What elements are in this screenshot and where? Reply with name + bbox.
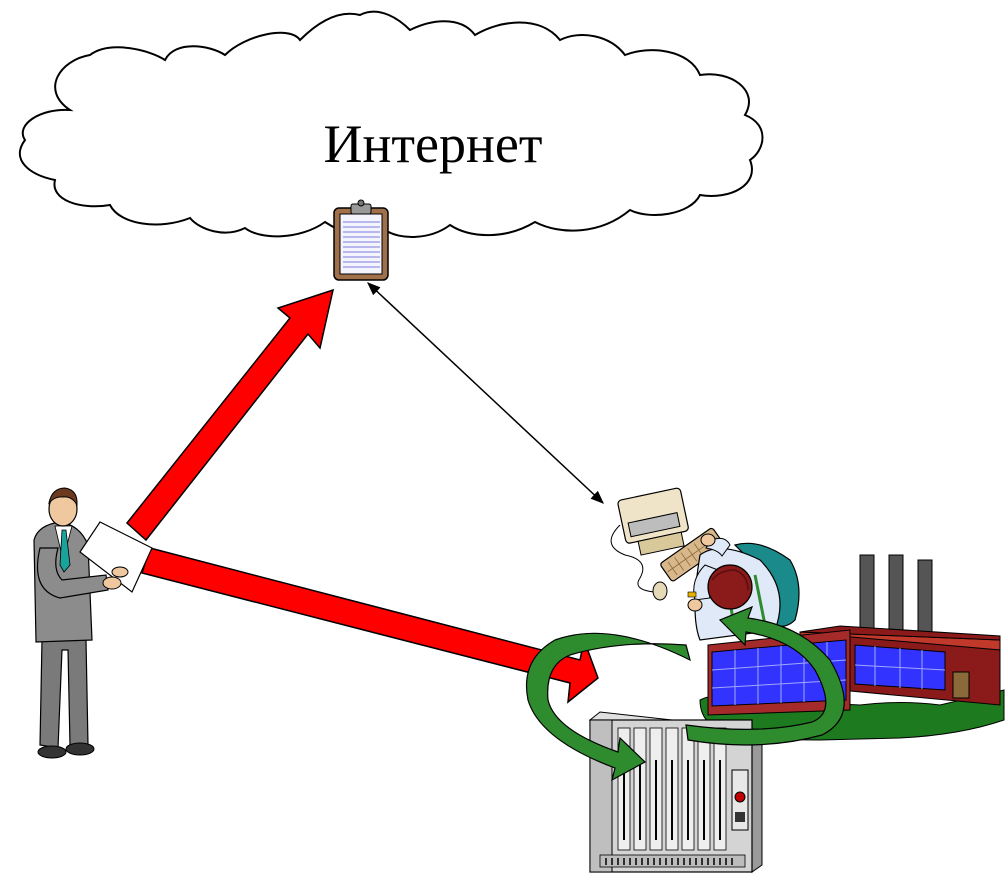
green-arrow-server-to-factory (685, 605, 845, 746)
workstation-operator-icon (610, 487, 800, 641)
businessman-icon (33, 487, 153, 759)
clipboard-icon (333, 199, 389, 281)
cloud-icon (18, 10, 764, 238)
cloud-label: Интернет (324, 114, 543, 174)
green-arrow-factory-to-server (525, 632, 691, 782)
internet-cloud: Интернет (18, 10, 764, 238)
link-document-operator (367, 282, 604, 504)
red-arrow-person-to-server (141, 547, 599, 704)
red-arrow-person-to-document (125, 288, 335, 542)
rack-server-icon (588, 711, 764, 873)
